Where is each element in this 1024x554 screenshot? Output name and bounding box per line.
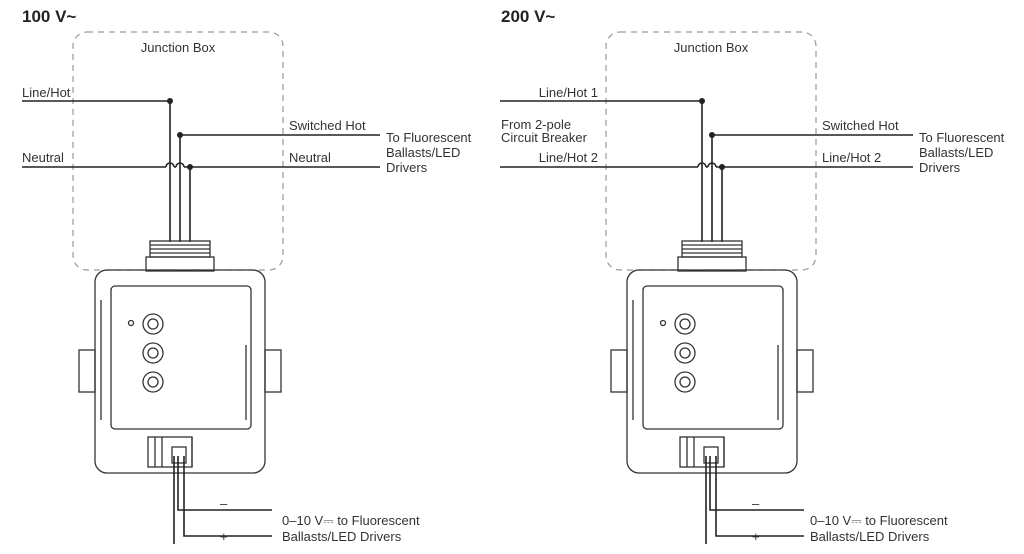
device-face	[642, 285, 784, 430]
mounting-tab-right	[264, 349, 282, 393]
junction-dot	[187, 164, 193, 170]
dim-minus-wire	[177, 456, 272, 511]
label-line-hot-2-in: Line/Hot 2	[539, 150, 598, 165]
junction-dot	[709, 132, 715, 138]
label-line-hot-2-out: Line/Hot 2	[822, 150, 881, 165]
adjust-knob	[142, 371, 164, 393]
power-pack-device	[610, 240, 814, 474]
label-load-3: Drivers	[919, 160, 961, 175]
device-housing	[626, 269, 798, 474]
dim-plus-wire	[183, 456, 272, 537]
label-load-2: Ballasts/LED	[919, 145, 993, 160]
label-breaker-2: Circuit Breaker	[501, 130, 588, 145]
switched-hot-wire	[711, 134, 913, 242]
junction-box-outline	[72, 31, 284, 271]
adjust-knob	[674, 371, 696, 393]
adjust-knob	[674, 313, 696, 335]
wires-100v	[22, 98, 380, 242]
label-load-1: To Fluorescent	[386, 130, 472, 145]
locknut	[145, 256, 215, 272]
label-switched-hot: Switched Hot	[822, 118, 899, 133]
label-load-3: Drivers	[386, 160, 428, 175]
power-pack-device	[78, 240, 282, 474]
label-line-hot: Line/Hot	[22, 85, 71, 100]
junction-dot	[699, 98, 705, 104]
led-indicator	[659, 319, 667, 327]
label-dim-2: Ballasts/LED Drivers	[282, 529, 402, 544]
label-plus: +	[220, 529, 228, 544]
label-neutral-in: Neutral	[22, 150, 64, 165]
label-load-2: Ballasts/LED	[386, 145, 460, 160]
junction-box-label: Junction Box	[674, 40, 749, 55]
label-plus: +	[752, 529, 760, 544]
adjust-knob	[142, 342, 164, 364]
diagram-title-100v: 100 V~	[22, 7, 76, 26]
diagram-100v: 100 V~ Junction Box Line/Hot Neutral Swi…	[22, 7, 472, 544]
label-switched-hot: Switched Hot	[289, 118, 366, 133]
led-indicator	[127, 319, 135, 327]
label-load-1: To Fluorescent	[919, 130, 1005, 145]
device-housing	[94, 269, 266, 474]
dim-plus-wire	[715, 456, 804, 537]
junction-box-outline	[605, 31, 817, 271]
wires-200v	[500, 98, 913, 242]
junction-dot	[167, 98, 173, 104]
locknut	[677, 256, 747, 272]
label-neutral-out: Neutral	[289, 150, 331, 165]
mounting-tab-right	[796, 349, 814, 393]
switched-hot-wire	[179, 134, 380, 242]
junction-box-label: Junction Box	[141, 40, 216, 55]
junction-dot	[177, 132, 183, 138]
label-dim-1: 0–10 V⎓ to Fluorescent	[282, 513, 420, 528]
adjust-knob	[142, 313, 164, 335]
dim-minus-wire	[709, 456, 804, 511]
mounting-tab-left	[78, 349, 96, 393]
mounting-tab-left	[610, 349, 628, 393]
label-dim-2: Ballasts/LED Drivers	[810, 529, 930, 544]
label-minus: –	[752, 496, 760, 511]
line-hot-wire	[22, 100, 171, 242]
label-breaker-1: From 2-pole	[501, 117, 571, 132]
adjust-knob	[674, 342, 696, 364]
label-minus: –	[220, 496, 228, 511]
junction-dot	[719, 164, 725, 170]
device-face	[110, 285, 252, 430]
label-dim-1: 0–10 V⎓ to Fluorescent	[810, 513, 948, 528]
diagram-title-200v: 200 V~	[501, 7, 555, 26]
diagram-200v: 200 V~ Junction Box Line/Hot 1 From 2-po…	[500, 7, 1005, 544]
label-line-hot-1: Line/Hot 1	[539, 85, 598, 100]
